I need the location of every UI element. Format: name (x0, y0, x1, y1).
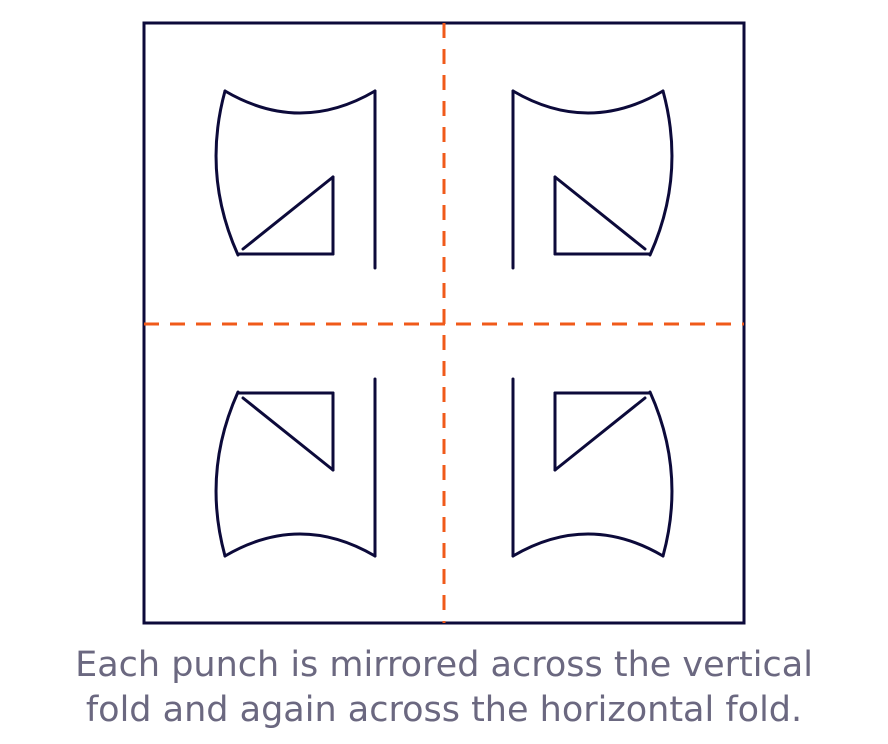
caption: Each punch is mirrored across the vertic… (0, 643, 888, 733)
caption-line-2: fold and again across the horizontal fol… (85, 690, 803, 730)
caption-line-1: Each punch is mirrored across the vertic… (75, 645, 813, 685)
folded-paper-diagram (142, 21, 746, 625)
